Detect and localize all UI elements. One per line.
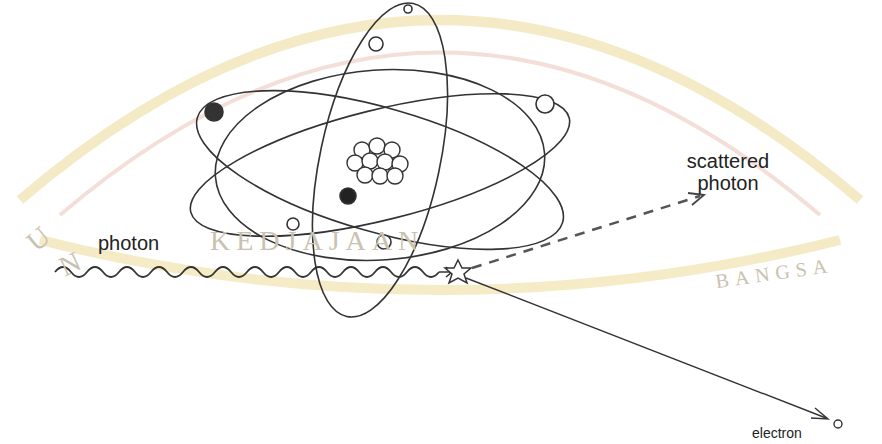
watermark-text: U bbox=[21, 217, 61, 257]
scattered-photon-path bbox=[472, 196, 700, 268]
watermark-arc bbox=[60, 53, 820, 216]
photon-label: scattered photon bbox=[668, 150, 788, 194]
electron-label: electron bbox=[752, 426, 802, 441]
photon-label: photon bbox=[98, 232, 159, 254]
collision-star bbox=[445, 260, 471, 283]
watermark-arc bbox=[20, 20, 860, 290]
photon-wave bbox=[55, 267, 439, 277]
electron-orbit bbox=[177, 0, 582, 329]
free-electron bbox=[834, 420, 842, 428]
electron-path bbox=[466, 278, 826, 418]
orbital-electron bbox=[205, 5, 554, 249]
arrow-head bbox=[811, 408, 828, 419]
watermark-text: KEDJAJAAN bbox=[210, 226, 424, 257]
nucleus bbox=[347, 138, 408, 184]
arrow-head bbox=[688, 193, 704, 205]
